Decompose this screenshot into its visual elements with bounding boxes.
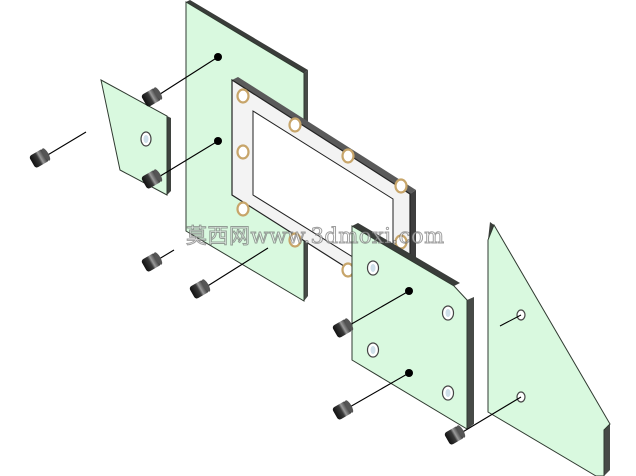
screw	[141, 87, 163, 107]
small-left-plate	[100, 79, 171, 196]
screw	[332, 400, 354, 420]
screw	[332, 318, 354, 338]
screw	[29, 148, 51, 168]
screw	[141, 252, 163, 272]
front-plate-holes	[366, 260, 455, 401]
screw	[189, 279, 211, 299]
leader-lines	[45, 56, 522, 434]
screw	[141, 169, 163, 189]
right-slanted-panel	[487, 222, 611, 476]
screw	[444, 425, 466, 445]
front-plate	[351, 223, 474, 430]
screws	[29, 87, 466, 445]
frame-holes	[236, 88, 408, 278]
